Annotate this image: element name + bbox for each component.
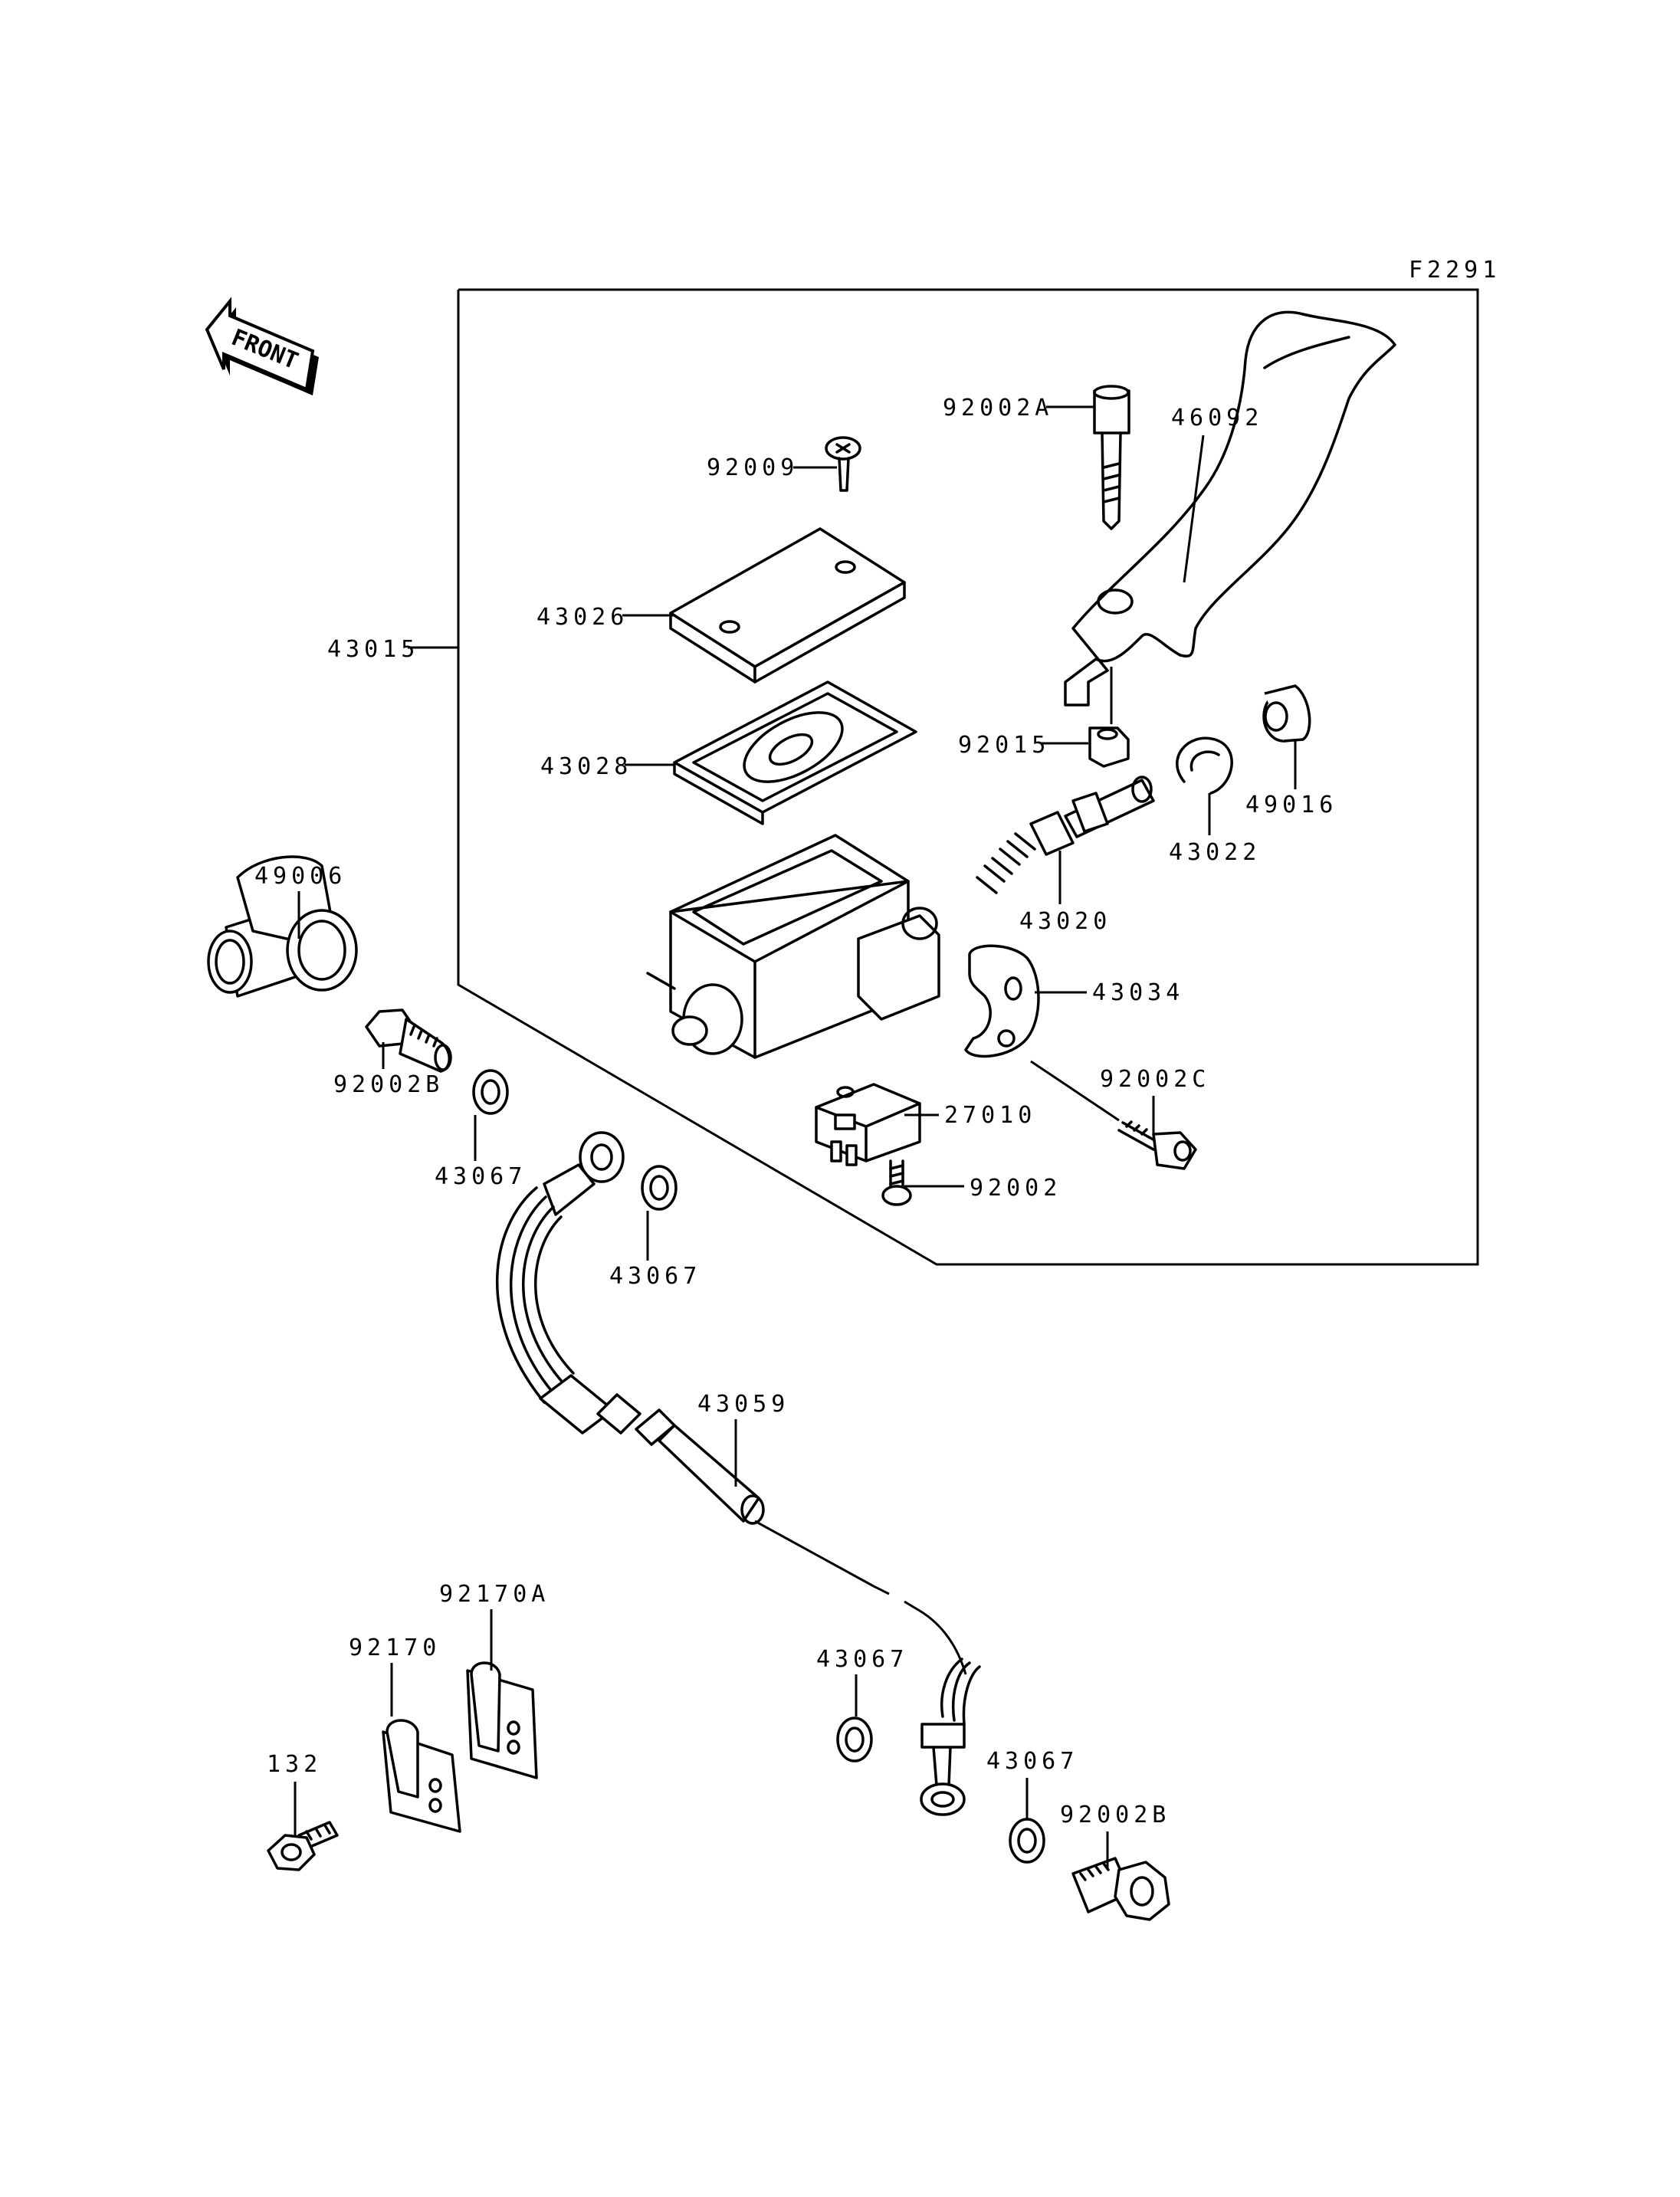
part-labels: 92002A 46092 92009 43026 43015 43028 920… [254,395,1337,1828]
part-label-92002b-lower: 92002B [1060,1802,1170,1828]
part-label-43067-b: 43067 [609,1263,701,1290]
figure-code: F2291 [1409,257,1501,284]
nut-92015 [1088,726,1130,768]
screw-92009 [825,436,861,492]
part-label-92002: 92002 [970,1175,1061,1202]
part-label-43015: 43015 [327,636,419,663]
reservoir-diaphragm [673,680,917,825]
part-label-92002c: 92002C [1100,1066,1210,1093]
part-label-92170: 92170 [349,1635,441,1661]
part-label-92002b-upper: 92002B [333,1071,444,1098]
hose-clamp-92170 [382,1719,461,1833]
part-label-43067-d: 43067 [986,1748,1078,1775]
part-label-92170a: 92170A [439,1581,550,1608]
part-label-43028: 43028 [540,753,632,780]
washer-43067-b [641,1165,678,1211]
part-label-49006: 49006 [254,863,346,890]
part-label-43067-a: 43067 [435,1163,527,1190]
assembly-boundary [457,288,1479,1266]
hose-clamp-92170a [466,1661,538,1779]
part-label-92009: 92009 [707,454,799,481]
brake-switch-27010 [815,1083,921,1166]
circlip-43022 [1176,736,1233,795]
part-label-27010: 27010 [944,1102,1036,1129]
part-label-43022: 43022 [1169,839,1261,866]
part-label-92015: 92015 [958,732,1050,759]
part-label-49016: 49016 [1245,792,1337,818]
boot-49016 [1262,684,1311,743]
washer-43067-c [836,1717,873,1763]
reservoir-cap [669,527,906,684]
leader-lines [294,405,1297,1870]
part-label-43026: 43026 [536,604,628,631]
bolt-92002c [1117,1120,1197,1170]
part-label-43059: 43059 [697,1391,789,1418]
clamp-43034 [964,944,1040,1058]
banjo-bolt-lower [1071,1857,1170,1921]
part-label-43020: 43020 [1019,908,1111,935]
brake-lever [1064,310,1396,707]
screw-92002 [881,1159,912,1206]
piston-kit-43020 [976,776,1155,894]
part-label-132: 132 [267,1751,322,1778]
bolt-92002a [1093,385,1130,530]
banjo-bolt-upper [365,1008,452,1073]
cap-49006 [207,855,358,998]
washer-43067-a [472,1069,509,1115]
part-label-43067-c: 43067 [816,1646,908,1673]
master-cylinder-body [646,834,940,1059]
part-label-46092: 46092 [1171,405,1263,431]
bolt-132 [267,1821,339,1871]
part-label-43034: 43034 [1092,979,1184,1006]
washer-43067-d [1009,1818,1045,1864]
brake-hose-43059 [495,1131,981,1816]
front-arrow-icon: FRONT [205,297,319,395]
part-label-92002a: 92002A [943,395,1053,421]
